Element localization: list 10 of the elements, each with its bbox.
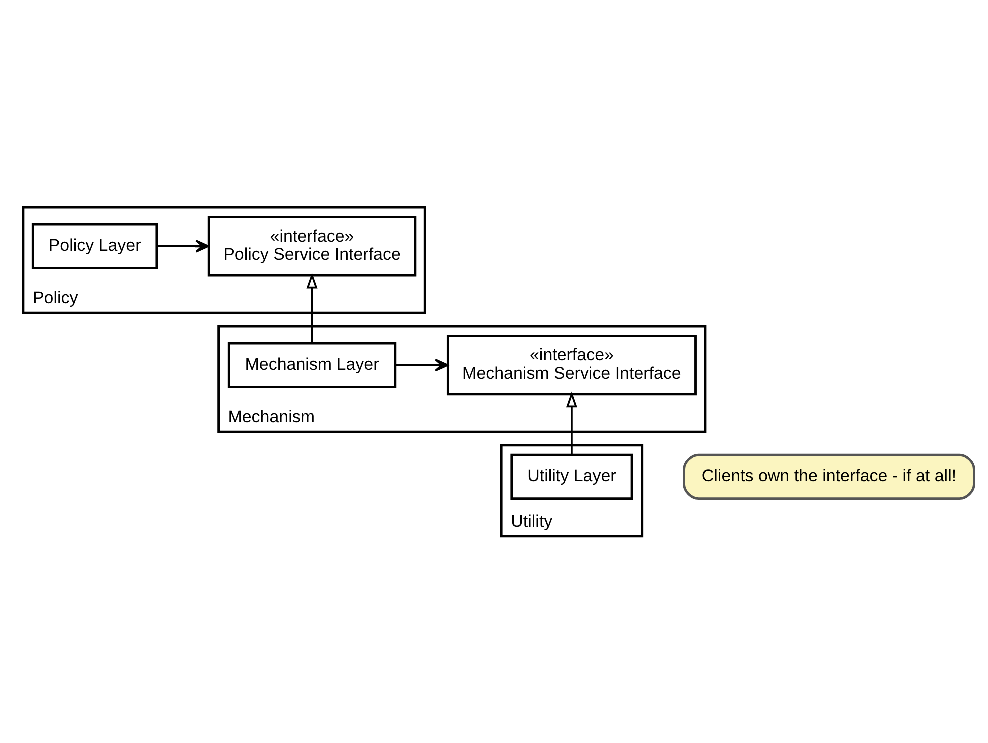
node-box: «interface» Policy Service Interface (208, 216, 417, 276)
arrow (566, 391, 578, 454)
node-box: Mechanism Layer (228, 342, 397, 388)
node-box: Utility Layer (510, 453, 634, 500)
arrow (306, 272, 318, 343)
node-box: Policy Layer (32, 222, 158, 269)
arrow (395, 358, 449, 372)
node-box: «interface» Mechanism Service Interface (446, 334, 697, 396)
node-box: Clients own the interface - if at all! (683, 453, 976, 500)
arrow (156, 240, 210, 252)
